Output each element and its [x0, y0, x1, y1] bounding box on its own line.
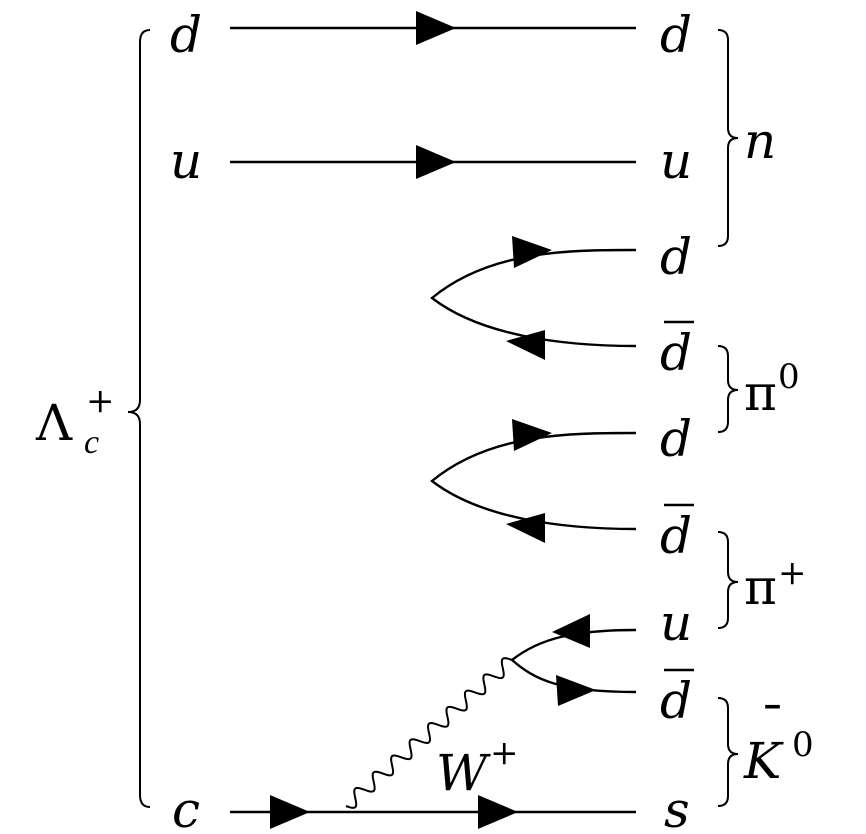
w-symbol: W — [436, 744, 491, 802]
right-quark: d — [660, 507, 692, 565]
right-quark: d — [660, 324, 692, 382]
product-kbar0: K ¯ 0 — [743, 696, 814, 790]
left-quark-d: d — [170, 6, 202, 64]
arrow-icon — [416, 11, 456, 45]
arrow-icon — [552, 614, 590, 648]
right-quark-labels: d u d d d d u d s — [660, 6, 694, 834]
left-quark-u: u — [170, 132, 202, 190]
brace-neutron — [717, 29, 739, 247]
lambda-symbol: Λ — [35, 394, 73, 452]
arrow-icon — [478, 795, 518, 829]
brace-kbar0 — [717, 697, 739, 807]
pair-creation-1 — [430, 248, 637, 348]
product-n: n — [744, 112, 776, 170]
arrow-icon — [270, 795, 310, 829]
lambda-superscript: + — [86, 381, 115, 421]
w-superscript: + — [490, 733, 519, 773]
right-quark: d — [660, 410, 692, 468]
kbar0-superscript: 0 — [792, 725, 814, 765]
left-quark-c: c — [172, 781, 200, 834]
right-quark: d — [660, 228, 692, 286]
w-decay-u-line — [511, 628, 637, 661]
w-decay-dbar-line — [511, 659, 637, 694]
pi0-symbol: π — [744, 364, 777, 422]
piplus-symbol: π — [744, 558, 777, 616]
product-piplus: π + — [744, 553, 807, 616]
kbar0-bar: ¯ — [760, 696, 785, 754]
lambda-subscript: c — [84, 424, 99, 461]
right-quark: d — [660, 6, 692, 64]
pair-creation-2 — [430, 431, 637, 531]
pi0-superscript: 0 — [778, 357, 800, 397]
arrow-icon — [512, 236, 552, 268]
brace-piplus — [717, 531, 739, 629]
left-brace — [127, 29, 151, 808]
parent-hadron-label: Λ c + — [35, 381, 115, 461]
product-pi0: π 0 — [744, 357, 800, 422]
arrow-icon — [512, 419, 552, 451]
piplus-superscript: + — [778, 553, 807, 593]
arrow-icon — [416, 145, 456, 179]
arrow-icon — [506, 330, 545, 360]
right-quark: u — [660, 594, 692, 652]
brace-pi0 — [717, 345, 739, 433]
w-boson-label: W + — [436, 733, 519, 802]
kbar0-symbol: K — [743, 732, 784, 790]
w-boson-line — [345, 657, 513, 809]
arrow-icon — [506, 513, 545, 543]
right-quark: d — [660, 672, 692, 730]
arrow-icon — [556, 675, 596, 706]
right-quark: u — [660, 132, 692, 190]
right-quark: s — [664, 781, 690, 834]
